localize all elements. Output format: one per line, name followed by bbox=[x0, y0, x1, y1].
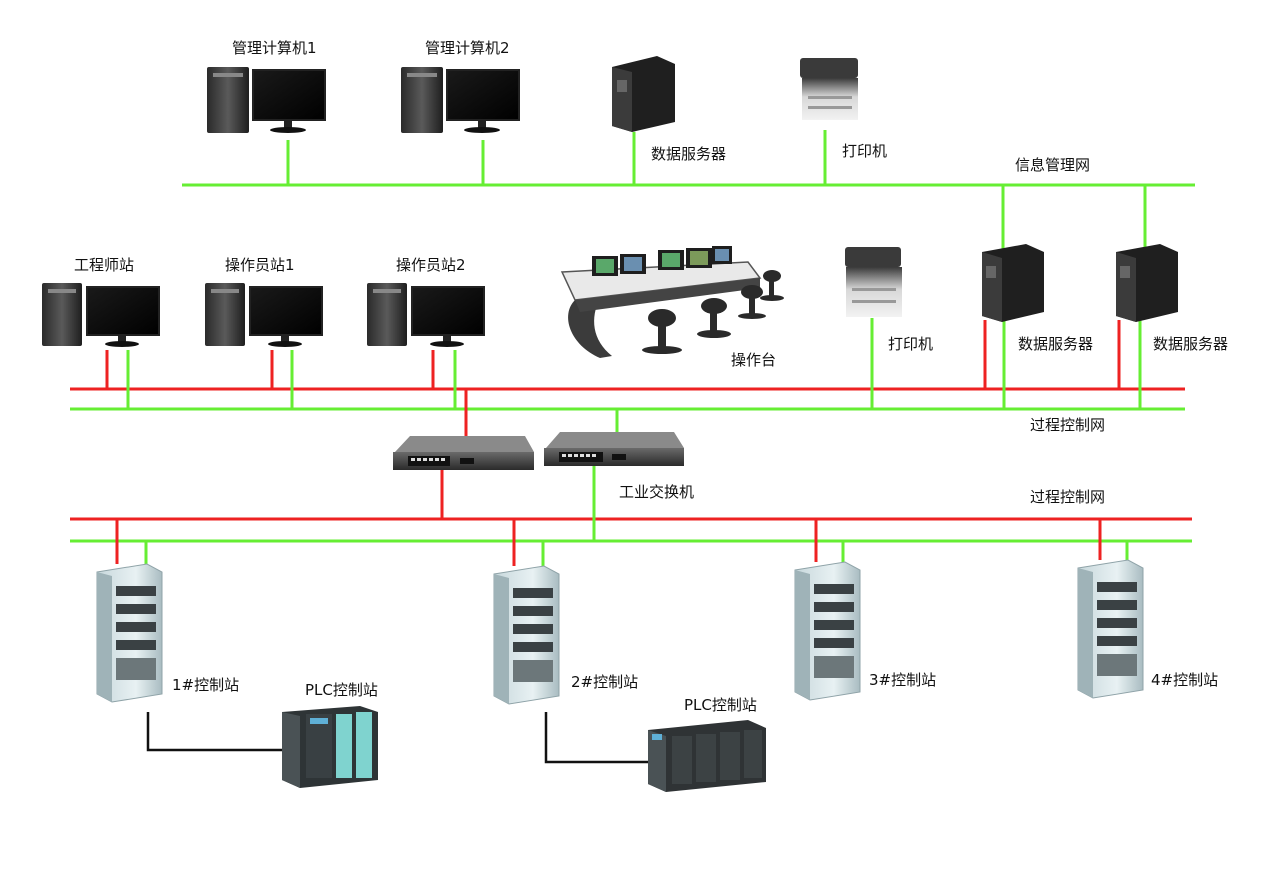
process-network-upper-red-drops bbox=[105, 320, 1121, 436]
control-station-1-cabinet-icon bbox=[96, 563, 163, 703]
control-station-1-label: 1#控制站 bbox=[172, 676, 240, 694]
plc-station-1-icon bbox=[282, 706, 378, 788]
printer-top-label: 打印机 bbox=[842, 142, 888, 160]
data-server-top-label: 数据服务器 bbox=[651, 145, 727, 163]
data-server-mid-2-icon bbox=[1116, 244, 1178, 322]
process-network-upper-green-drops bbox=[126, 318, 1142, 432]
process-network-bus-upper bbox=[70, 387, 1185, 411]
control-station-4-cabinet-icon bbox=[1077, 559, 1144, 699]
data-server-mid-2-label: 数据服务器 bbox=[1153, 335, 1229, 353]
mgmt-pc-2-icon bbox=[401, 67, 520, 133]
operator-station-1-icon bbox=[205, 283, 323, 347]
industrial-switch-left-icon bbox=[393, 436, 534, 470]
printer-mid-icon bbox=[845, 247, 902, 317]
mgmt-pc-1-icon bbox=[207, 67, 326, 133]
plc-station-2-icon bbox=[648, 720, 766, 792]
data-server-mid-1-label: 数据服务器 bbox=[1018, 335, 1094, 353]
plc-station-1-label: PLC控制站 bbox=[305, 681, 378, 699]
data-server-mid-1-icon bbox=[982, 244, 1044, 322]
engineer-station-label: 工程师站 bbox=[74, 256, 135, 274]
process-network-lower-label: 过程控制网 bbox=[1030, 488, 1106, 506]
operator-station-2-label: 操作员站2 bbox=[396, 256, 466, 274]
info-network-label: 信息管理网 bbox=[1015, 156, 1091, 174]
control-station-3-cabinet-icon bbox=[794, 561, 861, 701]
industrial-switch-label: 工业交换机 bbox=[619, 483, 695, 501]
engineer-station-icon bbox=[42, 283, 160, 347]
control-station-3-label: 3#控制站 bbox=[869, 671, 937, 689]
process-network-upper-label: 过程控制网 bbox=[1030, 416, 1106, 434]
data-server-top-icon bbox=[612, 56, 675, 132]
industrial-switch-right-icon bbox=[544, 432, 684, 466]
mgmt-pc-2-label: 管理计算机2 bbox=[425, 39, 510, 57]
info-network-drops bbox=[286, 130, 1147, 252]
console-label: 操作台 bbox=[731, 351, 777, 369]
printer-mid-label: 打印机 bbox=[888, 335, 934, 353]
mgmt-pc-1-label: 管理计算机1 bbox=[232, 39, 317, 57]
control-station-4-label: 4#控制站 bbox=[1151, 671, 1219, 689]
plc-links bbox=[146, 712, 648, 764]
operator-station-1-label: 操作员站1 bbox=[225, 256, 295, 274]
switch-to-lower-bus-drops bbox=[440, 466, 596, 541]
console-desk-icon bbox=[560, 246, 784, 358]
process-network-bus-lower bbox=[70, 517, 1192, 543]
control-station-2-cabinet-icon bbox=[493, 565, 560, 705]
control-station-2-label: 2#控制站 bbox=[571, 673, 639, 691]
operator-station-2-icon bbox=[367, 283, 485, 347]
plc-station-2-label: PLC控制站 bbox=[684, 696, 757, 714]
printer-top-icon bbox=[800, 58, 858, 120]
process-network-lower-drops bbox=[115, 519, 1129, 566]
